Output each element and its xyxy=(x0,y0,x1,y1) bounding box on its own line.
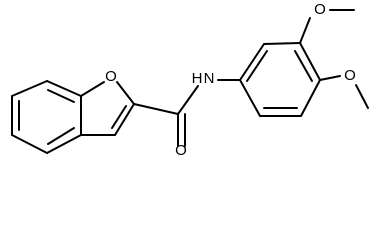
bond-methoxy-right-o xyxy=(319,75,341,81)
bond-benz-inner-2 xyxy=(47,127,75,145)
atom-oxygen-methoxy-top: O xyxy=(314,1,326,18)
bond-furan-3b xyxy=(111,105,127,129)
bond-benz-4 xyxy=(11,134,48,154)
bond-benz-3 xyxy=(46,134,82,154)
atom-oxygen-methoxy-right: O xyxy=(344,67,356,84)
bond-aryl-4 xyxy=(300,79,321,117)
molecule-drawing: O N H O O O xyxy=(11,1,369,158)
bond-furan-2 xyxy=(116,81,135,105)
bond-benz-inner-1 xyxy=(47,89,75,103)
bond-aryl-2 xyxy=(263,42,301,45)
bond-c2-carbonyl xyxy=(133,103,179,115)
atom-oxygen-furan: O xyxy=(105,68,117,85)
bond-furan-3 xyxy=(114,103,135,136)
bond-methoxy-right-me xyxy=(355,84,369,109)
bond-aryl-3b xyxy=(294,50,313,82)
atom-nitrogen-amide: N xyxy=(204,70,215,87)
bond-aryl-6 xyxy=(239,79,261,117)
atom-oxygen-carbonyl: O xyxy=(175,142,187,158)
bond-furan-1 xyxy=(80,81,105,97)
bond-carbonyl-n xyxy=(177,85,199,115)
bond-aryl-3 xyxy=(299,42,321,81)
bond-aryl-1 xyxy=(239,43,265,81)
bond-aryl-1b xyxy=(246,50,268,82)
structure-canvas: O N H O O O xyxy=(11,0,369,158)
bond-methoxy-top-o xyxy=(299,17,311,44)
atom-hydrogen-amide: H xyxy=(192,70,203,87)
bond-benz-1 xyxy=(46,80,82,97)
bond-benz-6 xyxy=(11,80,48,97)
